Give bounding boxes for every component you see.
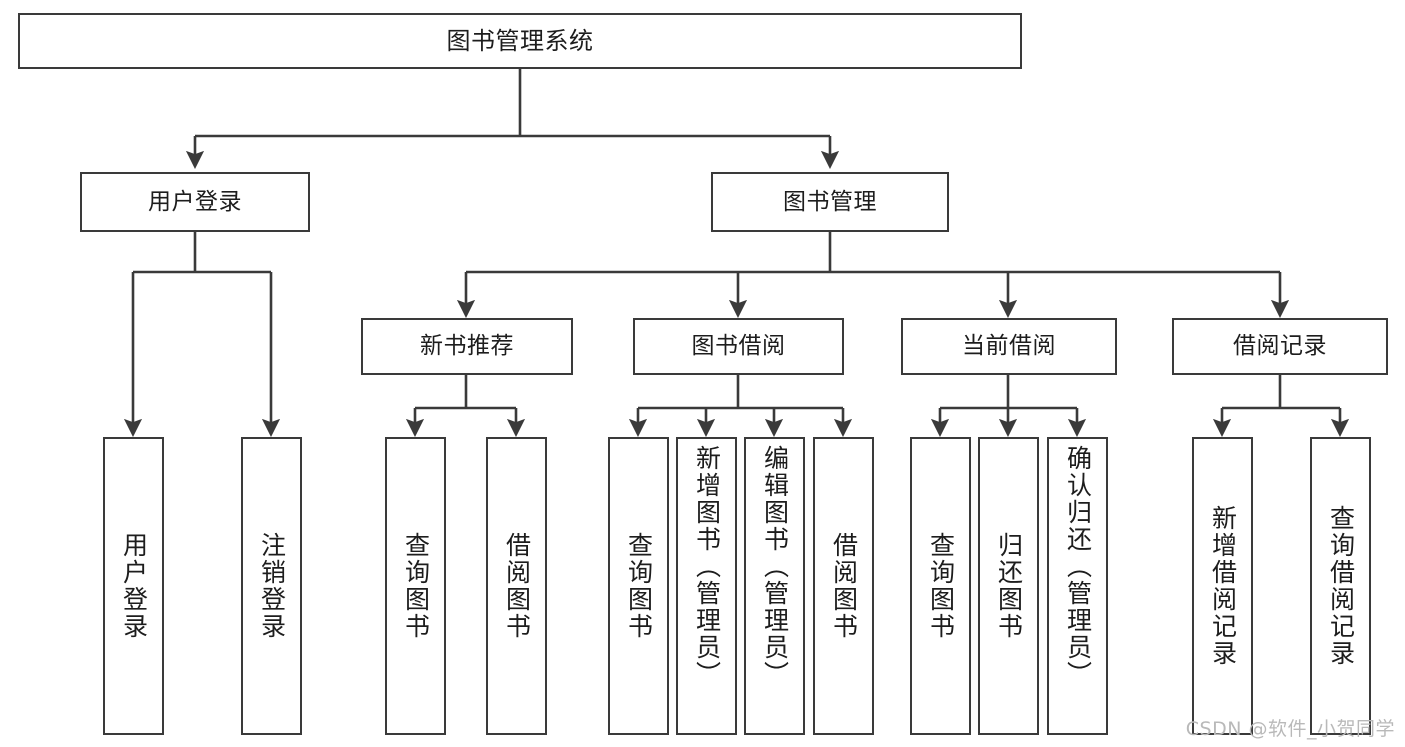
node-user-login[interactable]: 用户登录	[80, 172, 310, 232]
node-book-borrow-label: 图书借阅	[691, 333, 786, 360]
node-leaf-add-record-label: 新增借阅记录	[1208, 505, 1238, 667]
node-leaf-query-record-label: 查询借阅记录	[1326, 505, 1356, 667]
node-leaf-borrow-book-2[interactable]: 借阅图书	[813, 437, 874, 735]
node-leaf-add-record[interactable]: 新增借阅记录	[1192, 437, 1253, 735]
node-user-login-label: 用户登录	[148, 188, 242, 215]
node-leaf-edit-book-label: 编辑图书（管理员）	[760, 445, 790, 688]
csdn-watermark: CSDN @软件_小贺同学	[1185, 718, 1395, 740]
node-leaf-query-book-1[interactable]: 查询图书	[385, 437, 446, 735]
node-leaf-query-book-3[interactable]: 查询图书	[910, 437, 971, 735]
node-new-book-rec[interactable]: 新书推荐	[361, 318, 573, 375]
node-leaf-borrow-book-2-label: 借阅图书	[829, 532, 859, 640]
node-book-manage-label: 图书管理	[783, 188, 877, 215]
node-leaf-user-logout-label: 注销登录	[257, 532, 287, 640]
node-current-borrow-label: 当前借阅	[962, 333, 1056, 360]
node-root-label: 图书管理系统	[446, 27, 594, 55]
node-leaf-borrow-book-1-label: 借阅图书	[502, 532, 532, 640]
node-leaf-borrow-book-1[interactable]: 借阅图书	[486, 437, 547, 735]
node-leaf-query-book-3-label: 查询图书	[926, 532, 956, 640]
node-leaf-edit-book[interactable]: 编辑图书（管理员）	[744, 437, 805, 735]
node-leaf-user-logout[interactable]: 注销登录	[241, 437, 302, 735]
node-leaf-confirm-return[interactable]: 确认归还（管理员）	[1047, 437, 1108, 735]
node-leaf-add-book[interactable]: 新增图书（管理员）	[676, 437, 737, 735]
node-root[interactable]: 图书管理系统	[18, 13, 1022, 69]
node-leaf-return-book[interactable]: 归还图书	[978, 437, 1039, 735]
node-book-manage[interactable]: 图书管理	[711, 172, 949, 232]
node-leaf-user-login[interactable]: 用户登录	[103, 437, 164, 735]
node-leaf-query-book-1-label: 查询图书	[401, 532, 431, 640]
node-leaf-add-book-label: 新增图书（管理员）	[692, 445, 722, 688]
node-leaf-user-login-label: 用户登录	[119, 532, 149, 640]
node-leaf-query-book-2-label: 查询图书	[624, 532, 654, 640]
node-book-borrow[interactable]: 图书借阅	[633, 318, 844, 375]
node-leaf-confirm-return-label: 确认归还（管理员）	[1063, 445, 1093, 688]
node-leaf-query-record[interactable]: 查询借阅记录	[1310, 437, 1371, 735]
node-new-book-rec-label: 新书推荐	[420, 333, 514, 360]
node-borrow-record[interactable]: 借阅记录	[1172, 318, 1388, 375]
node-leaf-return-book-label: 归还图书	[994, 532, 1024, 640]
node-borrow-record-label: 借阅记录	[1233, 333, 1327, 360]
node-leaf-query-book-2[interactable]: 查询图书	[608, 437, 669, 735]
node-current-borrow[interactable]: 当前借阅	[901, 318, 1117, 375]
